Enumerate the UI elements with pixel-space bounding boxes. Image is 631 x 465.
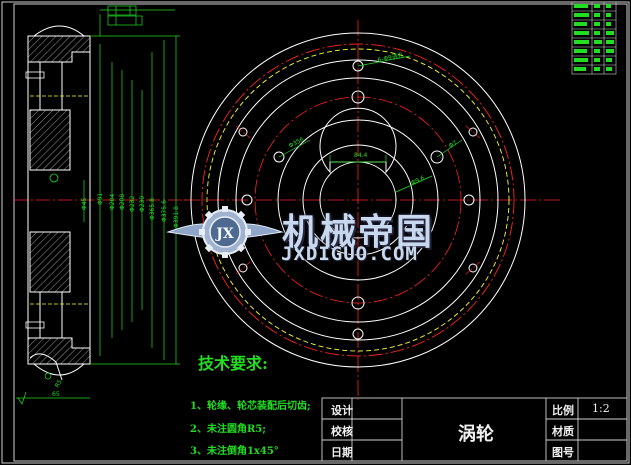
date-label: 日期	[331, 446, 353, 459]
svg-text:Φ391.8: Φ391.8	[173, 206, 180, 228]
svg-text:R5: R5	[54, 378, 64, 389]
hub-section-bottom	[29, 231, 71, 293]
svg-text:Φ9.6: Φ9.6	[410, 175, 426, 187]
drawing-no-label: 图号	[552, 446, 574, 459]
svg-text:Φ91: Φ91	[97, 192, 104, 205]
watermark-en: JXDIGUO.COM	[281, 243, 418, 265]
svg-text:Φ7: Φ7	[448, 139, 459, 149]
bolt-holes	[238, 60, 478, 340]
part-name: 涡轮	[458, 424, 494, 445]
scale-value: 1:2	[592, 402, 610, 415]
svg-text:Φ45: Φ45	[81, 197, 88, 210]
gear-parameter-table	[571, 1, 617, 75]
title-block	[321, 397, 628, 462]
tech-requirement-1: 1、轮缘、轮芯装配后切齿;	[190, 401, 311, 412]
design-label: 设计	[331, 404, 353, 417]
svg-text:Φ204: Φ204	[109, 194, 116, 210]
section-view: Φ91 Φ204 Φ208 Φ232 Φ239 Φ365.8 Φ375.6 Φ3…	[14, 5, 190, 399]
surface-roughness-mark	[17, 391, 27, 405]
svg-text:84.4: 84.4	[354, 152, 368, 159]
watermark-cn: 机械帝国	[282, 212, 435, 253]
scale-label: 比例	[552, 404, 574, 417]
svg-text:Φ239: Φ239	[139, 196, 146, 212]
svg-text:Φ375.6: Φ375.6	[161, 200, 168, 222]
svg-text:Φ365.8: Φ365.8	[149, 198, 156, 220]
svg-text:Φ232: Φ232	[129, 196, 136, 212]
outer-rim-circle	[190, 32, 526, 368]
tech-requirement-2: 2、未注圆角R5;	[190, 424, 266, 435]
svg-text:65: 65	[52, 391, 60, 398]
watermark-emblem-text: JX	[214, 226, 234, 242]
tech-requirements-title: 技术要求:	[198, 354, 268, 373]
tech-requirement-3: 3、未注倒角1x45°	[190, 446, 279, 457]
svg-text:Φ208: Φ208	[119, 194, 126, 210]
watermark-emblem: JX	[166, 206, 284, 258]
material-label: 材质	[552, 425, 574, 438]
inner-frame	[13, 3, 628, 462]
front-view: 6-Φ9透孔 84.4 Φ356 Φ7 Φ9.6	[184, 20, 560, 400]
rim-top-section	[27, 35, 91, 63]
hub-section-top	[29, 109, 71, 171]
bore-with-keyway	[319, 107, 397, 174]
rim-bottom-section	[27, 337, 91, 365]
parameter-table-cells	[574, 4, 614, 71]
review-label: 校核	[331, 425, 353, 438]
